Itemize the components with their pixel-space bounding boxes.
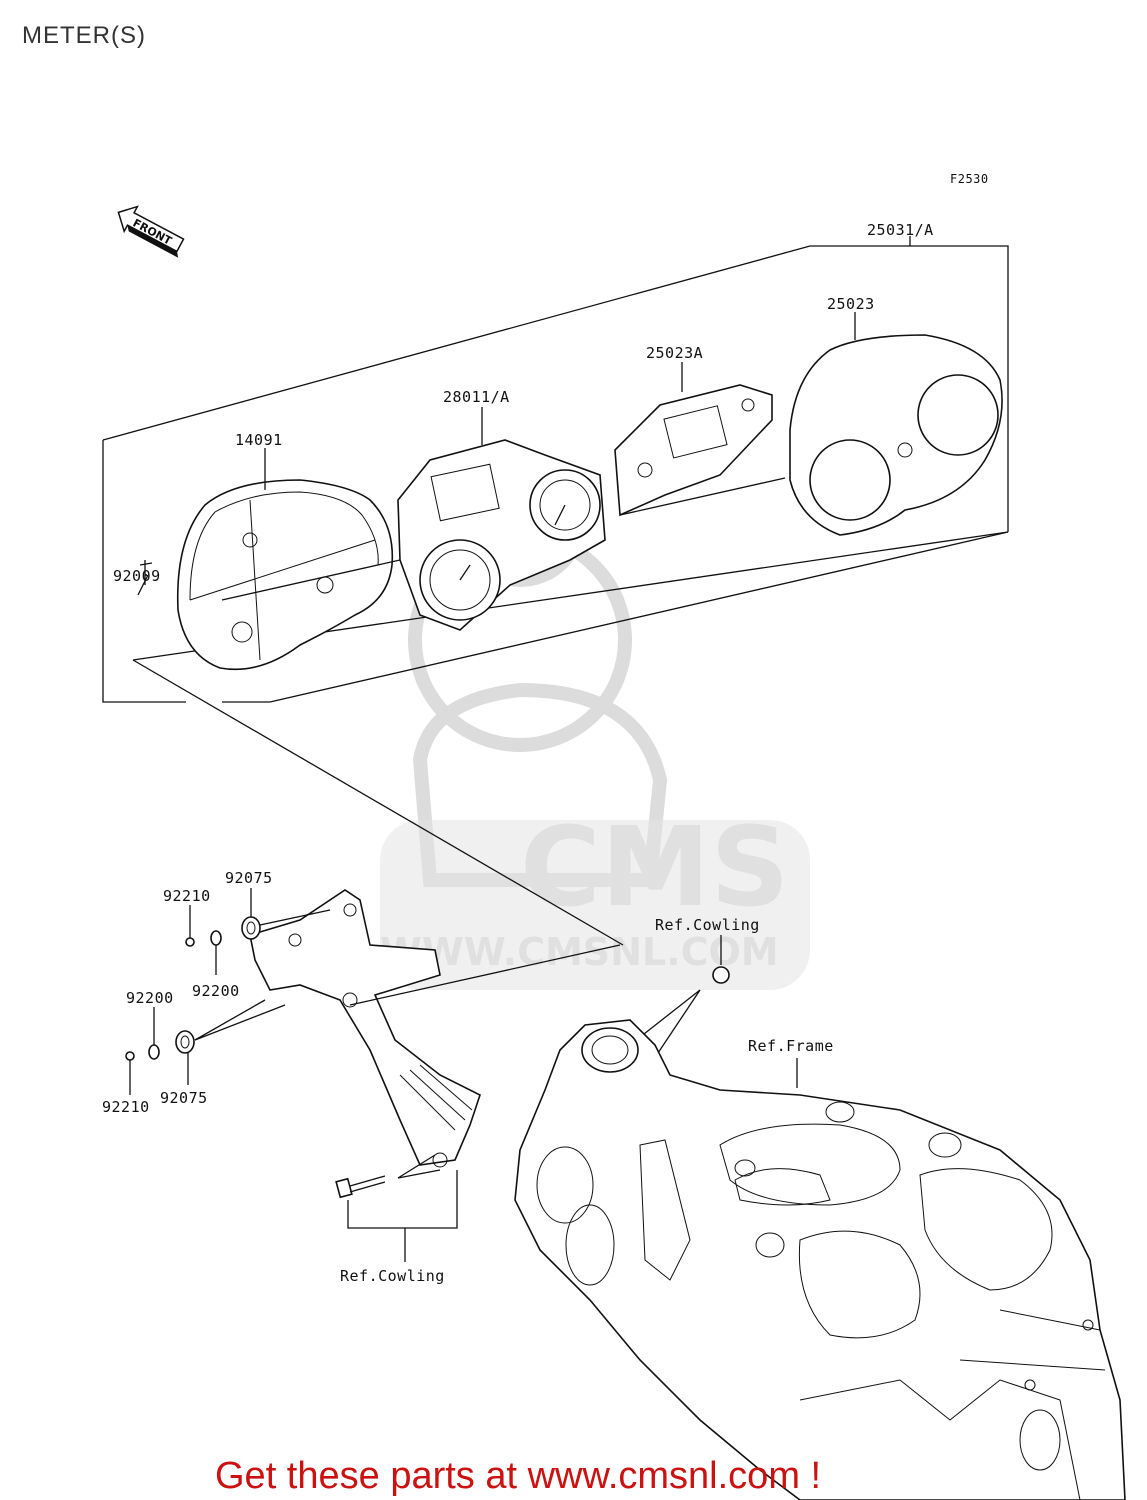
nut-92210-bottom — [125, 1051, 135, 1061]
leader-lines-upper — [144, 312, 856, 601]
figure-code: F2530 — [950, 172, 989, 186]
label-ref-cowling-top: Ref.Cowling — [655, 916, 760, 934]
label-25023a: 25023A — [646, 344, 703, 362]
label-14091: 14091 — [235, 431, 283, 449]
front-arrow-icon: FRONT — [117, 205, 185, 258]
nut-92210-top — [185, 937, 195, 947]
label-25023: 25023 — [827, 295, 875, 313]
collar-92200-right — [210, 930, 222, 946]
label-92210-top: 92210 — [163, 887, 211, 905]
screw-92009 — [137, 562, 153, 596]
label-92009: 92009 — [113, 567, 161, 585]
label-92200-right: 92200 — [192, 982, 240, 1000]
grommet-92075-top — [241, 916, 261, 940]
label-92210-bottom: 92210 — [102, 1098, 150, 1116]
meter-mounting-bracket — [249, 889, 481, 1168]
leader-lines-small-parts — [129, 888, 331, 1095]
label-28011: 28011/A — [443, 388, 510, 406]
callout-labels: 25031/A 25023 25023A 28011/A 14091 92009… — [102, 221, 934, 1285]
label-ref-cowling-bottom: Ref.Cowling — [340, 1267, 445, 1285]
meter-cover-25023a — [614, 384, 773, 517]
grommet-92075-bottom — [175, 1030, 195, 1054]
label-92200-left: 92200 — [126, 989, 174, 1007]
cowling-bolt-bottom — [335, 1154, 458, 1262]
label-25031: 25031/A — [867, 221, 934, 239]
motorcycle-frame — [514, 1019, 1126, 1500]
watermark-brand: CMS — [520, 803, 789, 931]
promo-link-text[interactable]: Get these parts at www.cmsnl.com ! — [215, 1455, 822, 1497]
meter-cover-25023 — [789, 334, 1003, 536]
label-92075-top: 92075 — [225, 869, 273, 887]
page-title: METER(S) — [22, 22, 146, 49]
label-92075-bottom: 92075 — [160, 1089, 208, 1107]
leader-case-to-bracket — [132, 659, 624, 946]
meter-instrument-28011 — [397, 439, 606, 631]
label-ref-frame: Ref.Frame — [748, 1037, 834, 1055]
meter-case-14091 — [176, 479, 394, 671]
collar-92200-left — [148, 1044, 160, 1060]
watermark-url: WWW.CMSNL.COM — [380, 930, 779, 974]
